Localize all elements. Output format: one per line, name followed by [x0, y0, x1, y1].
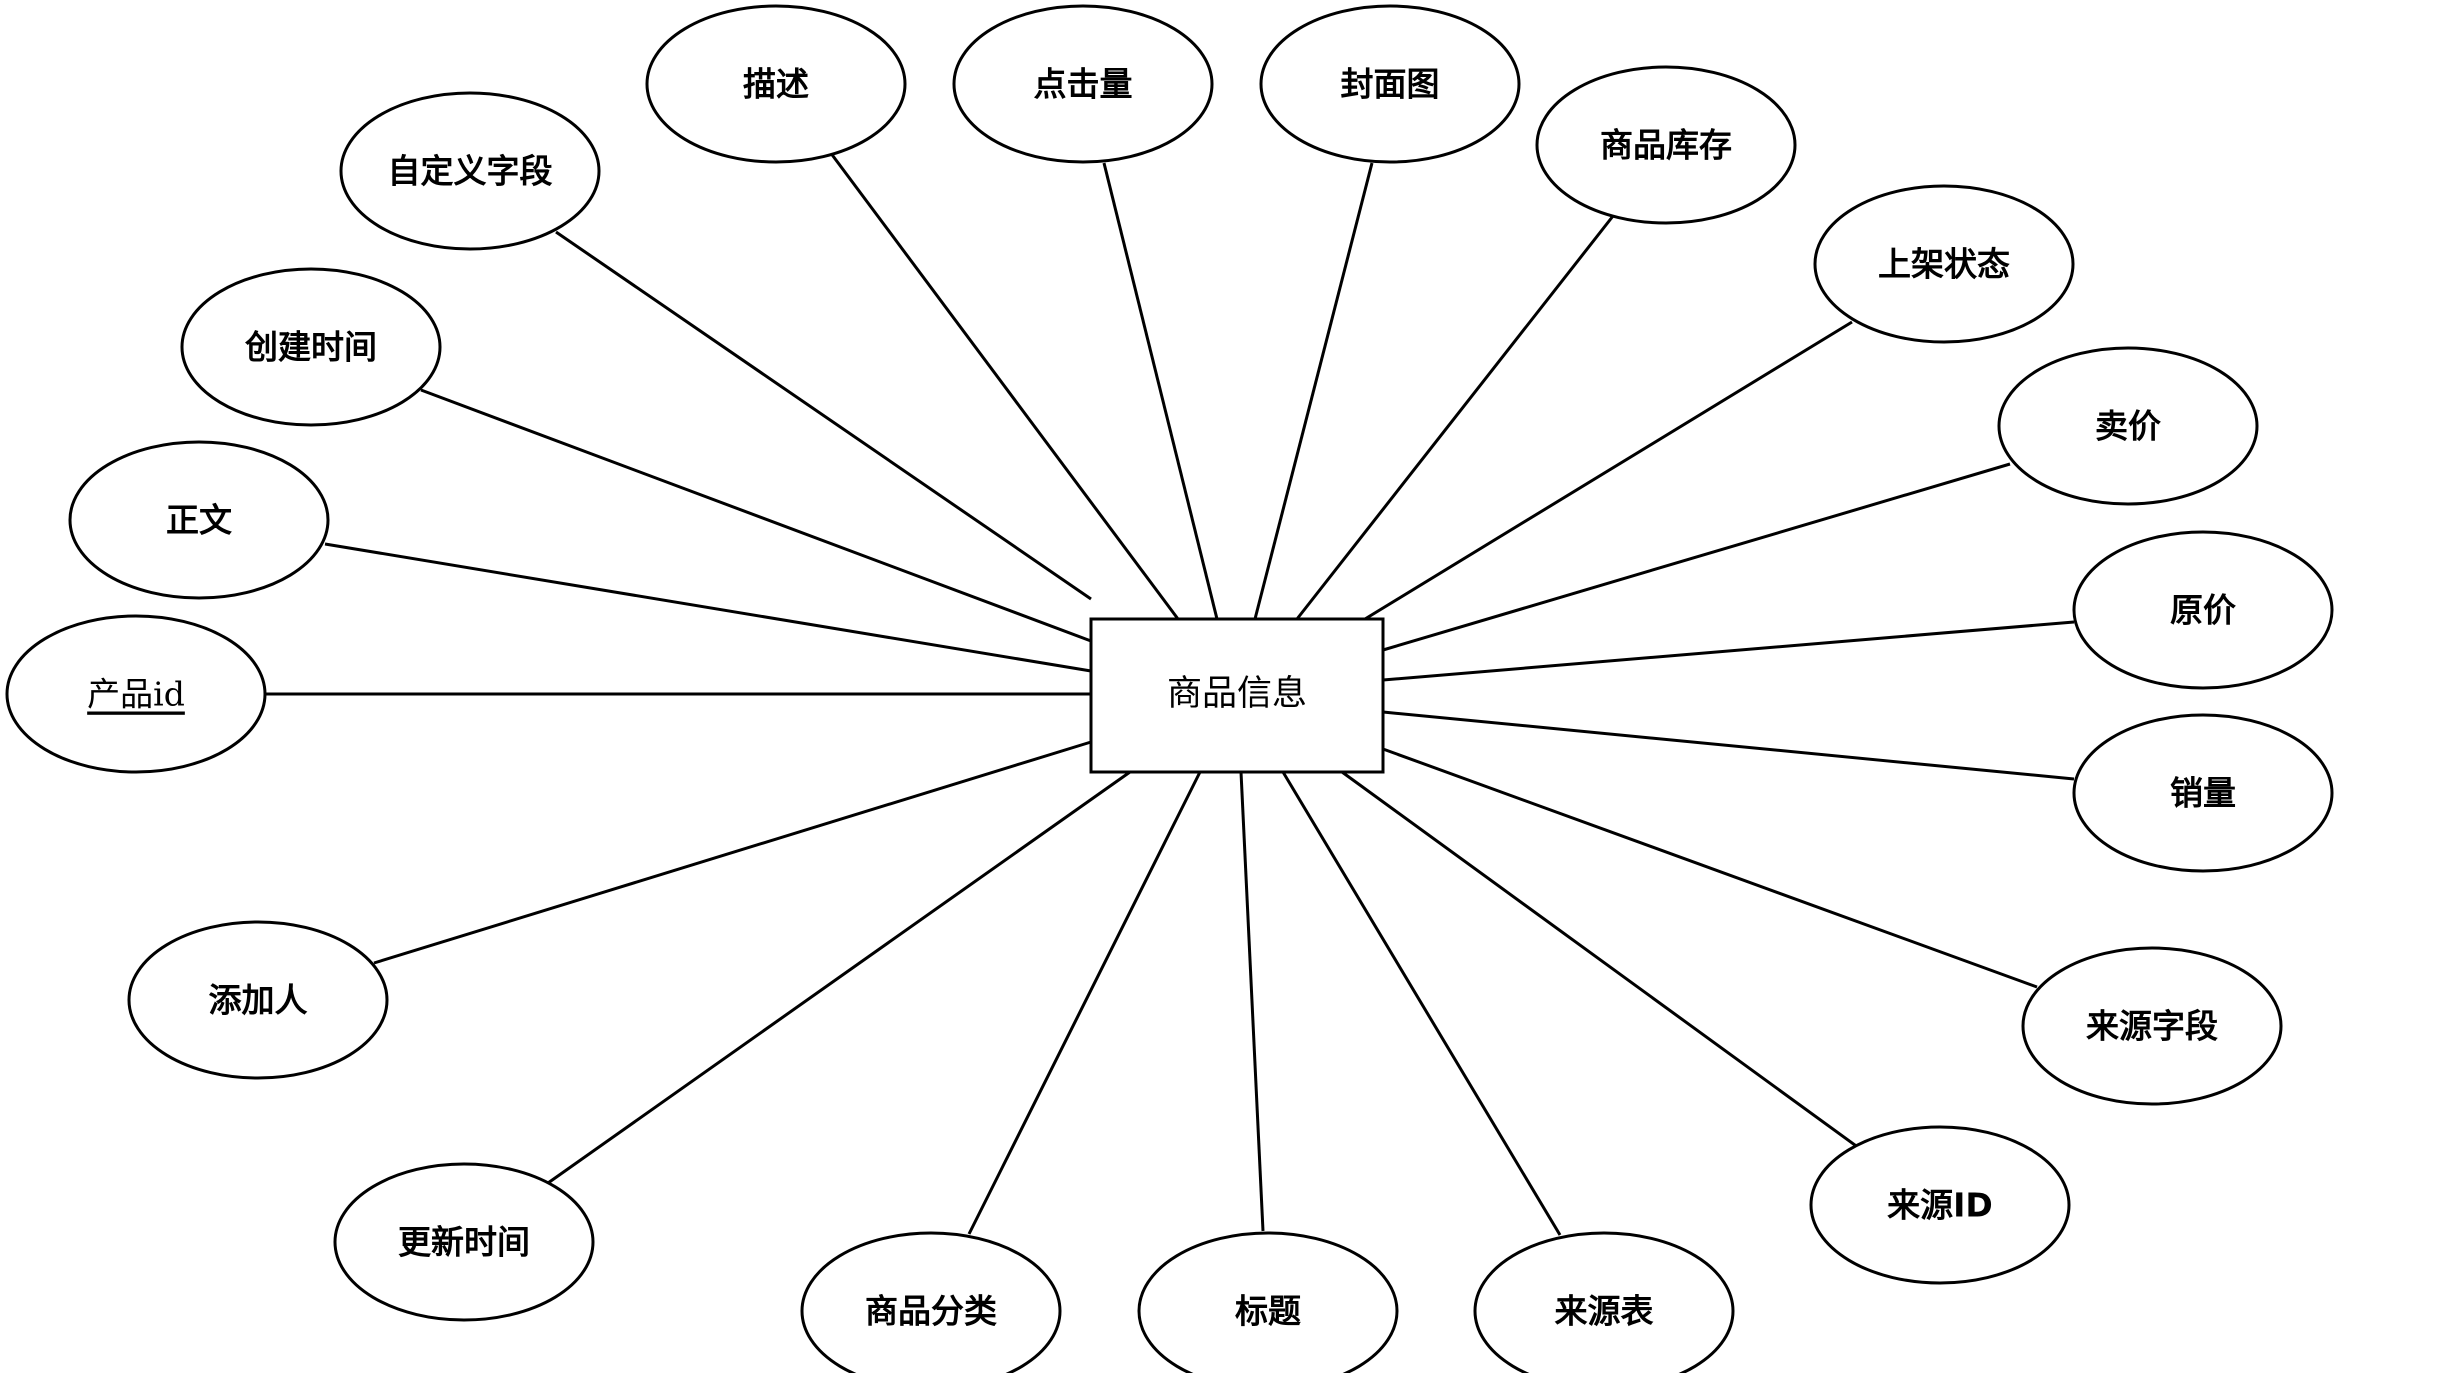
attribute-label: 销量	[2170, 774, 2236, 813]
attribute-node: 描述	[645, 4, 907, 164]
entity-product-info: 商品信息	[1089, 617, 1385, 774]
connector-line	[373, 740, 1092, 965]
attribute-node: 来源字段	[2021, 946, 2283, 1106]
connector-line	[555, 230, 1092, 601]
attribute-node: 正文	[68, 440, 330, 600]
attribute-ellipse	[800, 1231, 1062, 1373]
attribute-ellipse	[1137, 1231, 1399, 1373]
attribute-ellipse	[1535, 65, 1797, 225]
attribute-ellipse	[1809, 1125, 2071, 1285]
connector-line	[1382, 462, 2011, 652]
connector-line	[324, 542, 1092, 673]
connector-line	[1341, 770, 1860, 1150]
entity-box	[1089, 617, 1385, 774]
attribute-ellipse	[2021, 946, 2283, 1106]
attribute-label: 自定义字段	[388, 152, 553, 191]
attribute-primary-key: 产品id	[5, 614, 267, 774]
attribute-node: 自定义字段	[339, 91, 601, 251]
attribute-ellipse	[68, 440, 330, 600]
primary-key-label: 产品id	[87, 675, 185, 714]
connector-line	[1295, 215, 1615, 620]
attribute-label: 点击量	[1034, 65, 1133, 104]
attribute-ellipse	[1259, 4, 1521, 164]
connector-line	[967, 771, 1202, 1235]
connector-line	[1253, 162, 1374, 620]
connector-line	[420, 388, 1092, 643]
attribute-label: 标题	[1235, 1292, 1301, 1331]
attribute-label: 添加人	[209, 981, 308, 1020]
connector-line	[1382, 747, 2038, 989]
attribute-node: 标题	[1137, 1231, 1399, 1373]
connectors	[265, 151, 2075, 1236]
attribute-label: 卖价	[2095, 407, 2161, 446]
attribute-node: 上架状态	[1813, 184, 2075, 344]
attribute-node: 销量	[2072, 713, 2334, 873]
attribute-ellipse	[1473, 1231, 1735, 1373]
attributes: 产品id 正文 创建时间 自定义字段 描述 点击量 封面图商品库存上架状态卖价原价销量来源字…	[5, 4, 2334, 1373]
attribute-ellipse	[2072, 713, 2334, 873]
attribute-node: 原价	[2072, 530, 2334, 690]
attribute-ellipse	[127, 920, 389, 1080]
attribute-node: 创建时间	[180, 267, 442, 427]
connector-line	[1382, 710, 2075, 781]
attribute-label: 描述	[743, 65, 809, 104]
attribute-label: 更新时间	[398, 1223, 530, 1262]
attribute-node: 商品分类	[800, 1231, 1062, 1373]
attribute-ellipse	[1813, 184, 2075, 344]
attribute-node: 点击量	[952, 4, 1214, 164]
attribute-ellipse	[180, 267, 442, 427]
attribute-node: 更新时间	[333, 1162, 595, 1322]
connector-line	[1102, 162, 1219, 620]
attribute-node: 商品库存	[1535, 65, 1797, 225]
connector-line	[1382, 620, 2075, 682]
attribute-label: 封面图	[1341, 65, 1440, 104]
attribute-label: 来源表	[1555, 1292, 1654, 1331]
attribute-ellipse	[5, 614, 267, 774]
attribute-label: 正文	[166, 501, 232, 540]
attribute-label: 来源字段	[2086, 1007, 2218, 1046]
attribute-ellipse	[339, 91, 601, 251]
connector-line	[1239, 771, 1265, 1232]
attribute-node: 卖价	[1997, 346, 2259, 506]
attribute-ellipse	[333, 1162, 595, 1322]
attribute-node: 封面图	[1259, 4, 1521, 164]
attribute-ellipse	[2072, 530, 2334, 690]
connector-line	[828, 151, 1180, 620]
connector-line	[1364, 320, 1853, 621]
attribute-node: 来源表	[1473, 1231, 1735, 1373]
attribute-node: 添加人	[127, 920, 389, 1080]
attribute-label: 上架状态	[1878, 245, 2010, 284]
entity-label: 商品信息	[1167, 674, 1307, 714]
attribute-node: 来源ID	[1809, 1125, 2071, 1285]
attribute-label: 商品分类	[865, 1292, 997, 1331]
attribute-label: 来源ID	[1887, 1186, 1993, 1225]
attribute-label: 原价	[2170, 591, 2236, 630]
connector-line	[547, 770, 1131, 1185]
attribute-label: 创建时间	[244, 328, 377, 367]
attribute-ellipse	[952, 4, 1214, 164]
attribute-ellipse	[1997, 346, 2259, 506]
attribute-label: 商品库存	[1600, 126, 1732, 165]
attribute-ellipse	[645, 4, 907, 164]
connector-line	[1281, 771, 1562, 1236]
